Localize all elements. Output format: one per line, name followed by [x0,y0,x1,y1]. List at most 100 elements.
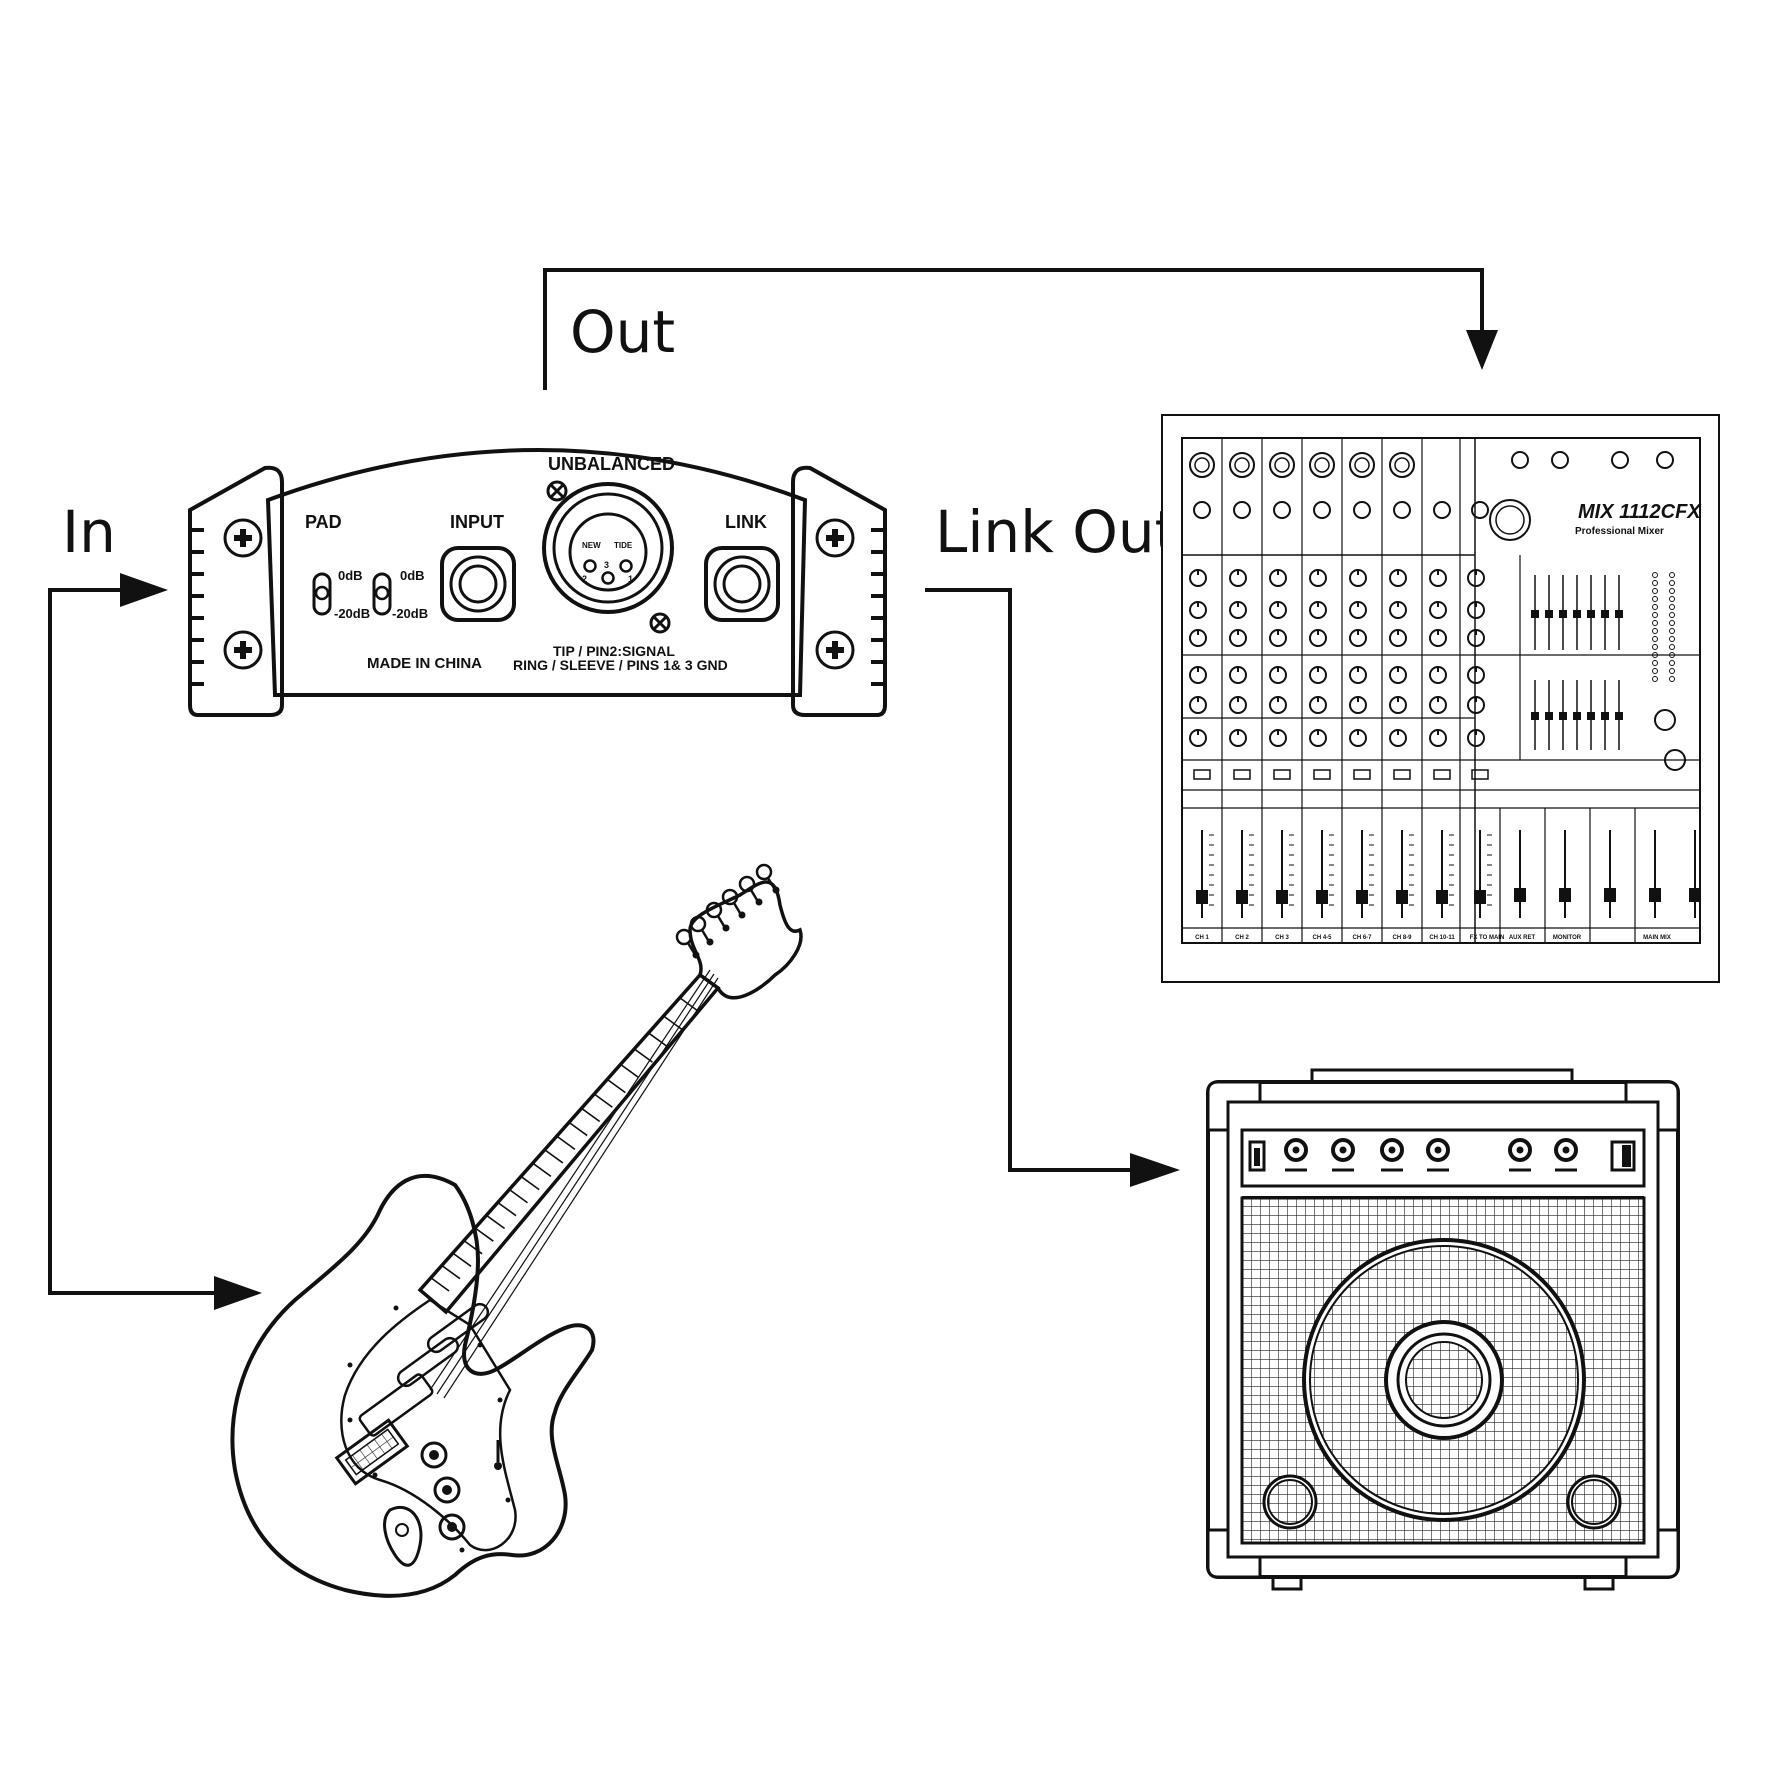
channel-knob-icon[interactable] [1429,569,1447,587]
channel-knob-icon[interactable] [1429,601,1447,619]
line-input-jack-icon[interactable] [1471,501,1489,519]
channel-knob-icon[interactable] [1389,729,1407,747]
master-fader[interactable] [1649,830,1661,918]
output-jack-icon[interactable] [1611,451,1629,469]
channel-knob-icon[interactable] [1309,569,1327,587]
channel-knob-icon[interactable] [1229,569,1247,587]
channel-knob-icon[interactable] [1269,729,1287,747]
channel-knob-icon[interactable] [1349,666,1367,684]
master-fader[interactable] [1604,830,1616,918]
channel-knob-icon[interactable] [1349,629,1367,647]
mute-button[interactable] [1273,769,1291,780]
master-fader[interactable] [1689,830,1701,918]
channel-fader[interactable] [1196,830,1214,918]
channel-knob-icon[interactable] [1269,569,1287,587]
amp-knob-icon[interactable] [1508,1138,1532,1172]
mute-button[interactable] [1353,769,1371,780]
channel-knob-icon[interactable] [1309,629,1327,647]
master-fader[interactable] [1559,830,1571,918]
amp-knob-icon[interactable] [1284,1138,1308,1172]
line-input-jack-icon[interactable] [1233,501,1251,519]
channel-knob-icon[interactable] [1467,629,1485,647]
master-knob-icon[interactable] [1664,749,1686,771]
channel-knob-icon[interactable] [1389,696,1407,714]
mute-button[interactable] [1193,769,1211,780]
channel-knob-icon[interactable] [1189,666,1207,684]
line-input-jack-icon[interactable] [1313,501,1331,519]
line-input-jack-icon[interactable] [1193,501,1211,519]
channel-knob-icon[interactable] [1269,696,1287,714]
mute-button[interactable] [1471,769,1489,780]
mute-button[interactable] [1233,769,1251,780]
xlr-output[interactable] [542,482,674,614]
tuning-peg-icon[interactable] [738,875,763,906]
channel-knob-icon[interactable] [1229,629,1247,647]
channel-knob-icon[interactable] [1429,696,1447,714]
channel-knob-icon[interactable] [1349,696,1367,714]
channel-knob-icon[interactable] [1189,696,1207,714]
xlr-input-icon[interactable] [1269,452,1295,478]
channel-knob-icon[interactable] [1229,696,1247,714]
channel-knob-icon[interactable] [1309,666,1327,684]
output-jack-icon[interactable] [1656,451,1674,469]
xlr-input-icon[interactable] [1389,452,1415,478]
channel-knob-icon[interactable] [1229,601,1247,619]
channel-knob-icon[interactable] [1429,729,1447,747]
output-jack-icon[interactable] [1511,451,1529,469]
channel-knob-icon[interactable] [1467,569,1485,587]
xlr-input-icon[interactable] [1309,452,1335,478]
mute-button[interactable] [1393,769,1411,780]
channel-knob-icon[interactable] [1467,696,1485,714]
channel-fader[interactable] [1396,830,1414,918]
channel-knob-icon[interactable] [1389,569,1407,587]
channel-knob-icon[interactable] [1309,696,1327,714]
tuning-peg-icon[interactable] [689,915,714,946]
channel-knob-icon[interactable] [1189,729,1207,747]
line-input-jack-icon[interactable] [1433,501,1451,519]
channel-knob-icon[interactable] [1229,666,1247,684]
channel-knob-icon[interactable] [1389,666,1407,684]
channel-fader[interactable] [1436,830,1454,918]
channel-knob-icon[interactable] [1429,666,1447,684]
tuning-peg-icon[interactable] [705,901,730,932]
channel-knob-icon[interactable] [1467,601,1485,619]
channel-fader[interactable] [1474,830,1492,918]
mute-button[interactable] [1313,769,1331,780]
channel-knob-icon[interactable] [1269,629,1287,647]
channel-knob-icon[interactable] [1467,729,1485,747]
amp-knob-icon[interactable] [1331,1138,1355,1172]
input-jack[interactable] [440,546,516,622]
channel-fader[interactable] [1356,830,1374,918]
channel-knob-icon[interactable] [1389,629,1407,647]
channel-fader[interactable] [1316,830,1334,918]
pad-switch-1[interactable] [312,572,332,616]
xlr-input-icon[interactable] [1349,452,1375,478]
channel-knob-icon[interactable] [1349,601,1367,619]
channel-knob-icon[interactable] [1429,629,1447,647]
channel-knob-icon[interactable] [1269,666,1287,684]
xlr-input-icon[interactable] [1229,452,1255,478]
line-input-jack-icon[interactable] [1353,501,1371,519]
channel-knob-icon[interactable] [1189,569,1207,587]
amp-knob-icon[interactable] [1554,1138,1578,1172]
pad-switch-2[interactable] [372,572,392,616]
channel-fader[interactable] [1276,830,1294,918]
channel-knob-icon[interactable] [1349,729,1367,747]
master-knob-icon[interactable] [1654,709,1676,731]
master-fader[interactable] [1514,830,1526,918]
xlr-input-icon[interactable] [1189,452,1215,478]
line-input-jack-icon[interactable] [1393,501,1411,519]
channel-knob-icon[interactable] [1189,601,1207,619]
channel-knob-icon[interactable] [1309,729,1327,747]
tuning-peg-icon[interactable] [721,888,746,919]
channel-knob-icon[interactable] [1269,601,1287,619]
channel-knob-icon[interactable] [1189,629,1207,647]
output-jack-icon[interactable] [1551,451,1569,469]
channel-knob-icon[interactable] [1309,601,1327,619]
tuning-peg-icon[interactable] [755,863,780,894]
link-jack[interactable] [704,546,780,622]
channel-knob-icon[interactable] [1467,666,1485,684]
line-input-jack-icon[interactable] [1273,501,1291,519]
amp-knob-icon[interactable] [1426,1138,1450,1172]
channel-knob-icon[interactable] [1229,729,1247,747]
